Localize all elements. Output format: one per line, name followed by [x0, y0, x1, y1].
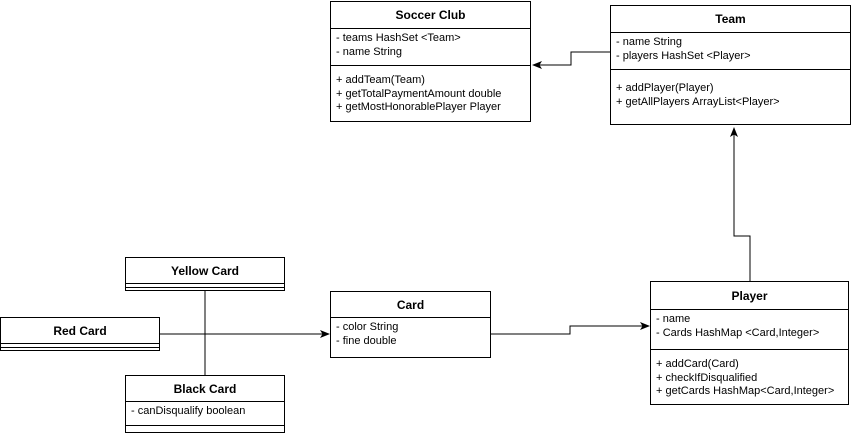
class-name: Red Card: [1, 318, 159, 344]
attribute: - color String: [336, 321, 399, 333]
class-name: Team: [611, 6, 850, 33]
class-card[interactable]: Card - color String - fine double: [330, 291, 491, 358]
attribute: - teams HashSet <Team>: [336, 32, 461, 44]
method: + getMostHonorablePlayer Player: [336, 101, 501, 113]
methods: + addPlayer(Player) + getAllPlayers Arra…: [611, 70, 850, 113]
attribute: - canDisqualify boolean: [131, 405, 246, 417]
attributes-empty: [126, 284, 284, 288]
class-name: Card: [331, 292, 490, 318]
attribute: - fine double: [336, 334, 397, 347]
attributes: - color String - fine double: [331, 318, 490, 352]
methods: + addTeam(Team) + getTotalPaymentAmount …: [331, 66, 530, 119]
class-name: Player: [651, 282, 848, 310]
class-player[interactable]: Player - name - Cards HashMap <Card,Inte…: [650, 281, 849, 405]
method: + addTeam(Team): [336, 74, 425, 86]
class-name: Black Card: [126, 376, 284, 402]
attributes: - teams HashSet <Team> - name String: [331, 29, 530, 66]
attributes: - canDisqualify boolean: [126, 402, 284, 426]
method: + getTotalPaymentAmount double: [336, 87, 502, 100]
class-soccer-club[interactable]: Soccer Club - teams HashSet <Team> - nam…: [330, 1, 531, 122]
attribute: - name String: [336, 45, 403, 58]
attributes: - name - Cards HashMap <Card,Integer>: [651, 310, 848, 350]
attribute: - Cards HashMap <Card,Integer>: [656, 326, 820, 339]
edge-team-to-soccer-club: [532, 51, 610, 69]
attributes: - name String - players HashSet <Player>: [611, 33, 850, 70]
method: + getAllPlayers ArrayList<Player>: [616, 95, 780, 108]
class-red-card[interactable]: Red Card: [0, 317, 160, 351]
method: + getCards HashMap<Card,Integer>: [656, 385, 835, 397]
class-name: Soccer Club: [331, 2, 530, 29]
method: + checkIfDisqualified: [656, 371, 758, 384]
attributes-empty: [1, 344, 159, 348]
class-team[interactable]: Team - name String - players HashSet <Pl…: [610, 5, 851, 125]
method: + addPlayer(Player): [616, 82, 714, 94]
class-black-card[interactable]: Black Card - canDisqualify boolean: [125, 375, 285, 433]
class-yellow-card[interactable]: Yellow Card: [125, 257, 285, 291]
attribute: - name: [656, 313, 691, 325]
attribute: - players HashSet <Player>: [616, 49, 751, 62]
method: + addCard(Card): [656, 358, 739, 370]
edge-card-to-player: [491, 322, 650, 335]
class-name: Yellow Card: [126, 258, 284, 284]
attribute: - name String: [616, 36, 683, 48]
edge-player-to-team: [730, 127, 751, 281]
methods: + addCard(Card) + checkIfDisqualified + …: [651, 350, 848, 403]
